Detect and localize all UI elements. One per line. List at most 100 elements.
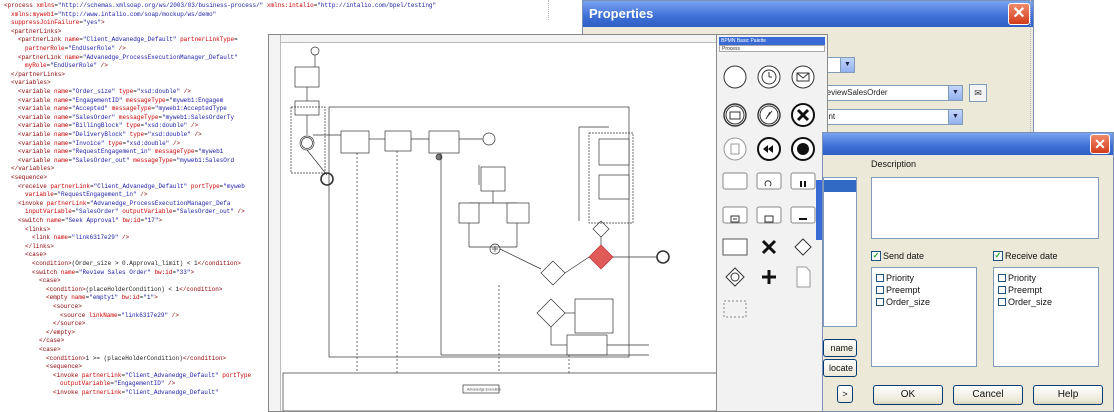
xml-token: <variable bbox=[18, 139, 51, 147]
properties-titlebar[interactable]: Properties ✕ bbox=[583, 1, 1033, 27]
chevron-down-icon[interactable]: ▼ bbox=[840, 58, 854, 72]
palette-exclusive-gateway[interactable] bbox=[753, 231, 785, 263]
xml-token: = bbox=[117, 311, 122, 319]
send-item-priority[interactable]: Priority bbox=[876, 273, 914, 283]
palette-scroll-tab[interactable] bbox=[816, 180, 826, 240]
palette-loop-task[interactable] bbox=[753, 165, 785, 197]
palette-start-event[interactable] bbox=[719, 61, 751, 93]
bpmn-diagram-canvas[interactable]: Advanedge Execution bbox=[268, 34, 720, 412]
xml-token: </condition> bbox=[182, 354, 227, 362]
properties-combo-operation[interactable]: reviewSalesOrder ▼ bbox=[821, 85, 963, 101]
help-button[interactable]: Help bbox=[1033, 385, 1103, 405]
xml-token: myRole bbox=[25, 62, 47, 70]
chevron-down-icon[interactable]: ▼ bbox=[948, 86, 962, 100]
envelope-icon: ✉ bbox=[974, 88, 982, 98]
xml-code-line: <partnerLinks> bbox=[11, 28, 61, 36]
xml-code-line: </source> bbox=[53, 320, 85, 328]
palette-intermediate-message[interactable] bbox=[719, 99, 751, 131]
checkmark-icon[interactable]: ✓ bbox=[871, 251, 881, 261]
palette-subprocess[interactable] bbox=[719, 199, 751, 231]
checkmark-icon[interactable]: ✓ bbox=[993, 251, 1003, 261]
palette-expanded-subprocess[interactable] bbox=[787, 199, 819, 231]
xml-token: <variable bbox=[18, 156, 51, 164]
group-icon bbox=[723, 300, 747, 318]
xml-token: "Advanedge_ProcessExecutionManager_Defau… bbox=[82, 53, 238, 61]
xml-code-line: <sequence> bbox=[11, 174, 47, 182]
send-date-checkbox[interactable]: ✓ Send date bbox=[871, 251, 925, 261]
palette-cancel-event[interactable] bbox=[787, 99, 819, 131]
cancel-button[interactable]: Cancel bbox=[953, 385, 1023, 405]
task-review bbox=[384, 130, 412, 152]
task-approve bbox=[428, 130, 460, 154]
palette-gateway[interactable] bbox=[787, 231, 819, 263]
chevron-down-icon[interactable]: ▼ bbox=[948, 110, 962, 124]
palette-category-select[interactable]: Process bbox=[719, 45, 825, 52]
xml-token: type bbox=[115, 88, 134, 95]
message-list[interactable] bbox=[823, 177, 857, 327]
xml-token: name bbox=[50, 234, 69, 242]
xml-code-line: suppressJoinFailure="yes"> bbox=[11, 19, 105, 27]
palette-timer-event[interactable] bbox=[753, 61, 785, 93]
properties-browse-button[interactable]: ✉ bbox=[969, 84, 987, 102]
xml-token: inputVariable bbox=[25, 208, 72, 216]
palette-inclusive-gateway[interactable] bbox=[719, 261, 751, 293]
receive-item-order-size[interactable]: Order_size bbox=[998, 297, 1052, 307]
xml-token: "SalesOrder_out" bbox=[72, 156, 130, 164]
xml-token: "myweb1 bbox=[198, 148, 224, 156]
xml-token: "Invoice" bbox=[72, 139, 105, 147]
palette-task[interactable] bbox=[719, 165, 751, 197]
xml-code-line: <case> bbox=[25, 251, 47, 259]
xml-token: "EndUserRole" bbox=[68, 45, 116, 52]
palette-data-object[interactable] bbox=[787, 261, 819, 293]
send-item-preempt[interactable]: Preempt bbox=[876, 285, 920, 295]
properties-close-button[interactable]: ✕ bbox=[1008, 3, 1030, 25]
xml-token: <condition> bbox=[46, 354, 86, 362]
description-textarea[interactable] bbox=[871, 177, 1099, 239]
xml-token: = bbox=[68, 105, 73, 113]
envelope-icon bbox=[791, 65, 815, 89]
dialog-titlebar[interactable]: ✕ bbox=[823, 133, 1113, 155]
xml-token: messageType bbox=[122, 96, 166, 104]
palette-message-event[interactable] bbox=[787, 61, 819, 93]
xml-token: bw:id bbox=[118, 294, 140, 302]
xml-token: name bbox=[50, 131, 69, 138]
xml-code-line: </empty> bbox=[46, 329, 75, 337]
palette-compensation-event[interactable] bbox=[753, 133, 785, 165]
palette-rule-event[interactable] bbox=[719, 133, 751, 165]
send-fields-list[interactable]: Priority Preempt Order_size bbox=[871, 267, 977, 367]
palette-parallel-gateway[interactable] bbox=[753, 261, 785, 293]
message-list-selected-item[interactable] bbox=[824, 180, 856, 192]
xml-token: partnerLink bbox=[78, 371, 122, 379]
xml-token: </partnerLinks> bbox=[11, 70, 66, 78]
receive-date-checkbox[interactable]: ✓ Receive date bbox=[993, 251, 1058, 261]
arrow-button[interactable]: > bbox=[837, 385, 853, 403]
xml-token: name bbox=[43, 217, 62, 224]
receive-item-preempt[interactable]: Preempt bbox=[998, 285, 1042, 295]
xml-token: "DeliveryBlock" bbox=[72, 131, 127, 138]
xml-token: partnerLink bbox=[78, 389, 122, 396]
xml-code-line: <link name="link6317e29" /> bbox=[32, 234, 129, 242]
locate-button[interactable]: locate bbox=[823, 359, 857, 377]
palette-parallel-task[interactable] bbox=[787, 165, 819, 197]
palette-pool[interactable] bbox=[719, 231, 751, 263]
receive-item-priority[interactable]: Priority bbox=[998, 273, 1036, 283]
palette-collapsed-subprocess[interactable] bbox=[753, 199, 785, 231]
xml-token: > bbox=[101, 19, 105, 27]
palette-link-event[interactable] bbox=[753, 99, 785, 131]
dialog-close-button[interactable]: ✕ bbox=[1090, 134, 1110, 154]
xml-token: <case> bbox=[25, 251, 47, 259]
xml-code-line: </case> bbox=[39, 337, 64, 345]
xml-token: partnerLink bbox=[43, 199, 87, 207]
xml-token: outputVariable bbox=[60, 380, 111, 388]
palette-group[interactable] bbox=[719, 293, 751, 325]
receive-fields-list[interactable]: Priority Preempt Order_size bbox=[993, 267, 1099, 367]
xml-code-line: <condition>(Order_size > 0.Approval_limi… bbox=[32, 260, 241, 268]
xml-token: = bbox=[85, 294, 90, 302]
rename-button[interactable]: name bbox=[823, 339, 857, 357]
properties-combo-3[interactable]: ent ▼ bbox=[821, 109, 963, 125]
xml-token: "Client_Advanedge_Default" bbox=[125, 389, 219, 396]
ok-button[interactable]: OK bbox=[873, 385, 943, 405]
send-item-order-size[interactable]: Order_size bbox=[876, 297, 930, 307]
xml-token: xmlns:myweb1 bbox=[11, 10, 55, 18]
palette-terminate-event[interactable] bbox=[787, 133, 819, 165]
